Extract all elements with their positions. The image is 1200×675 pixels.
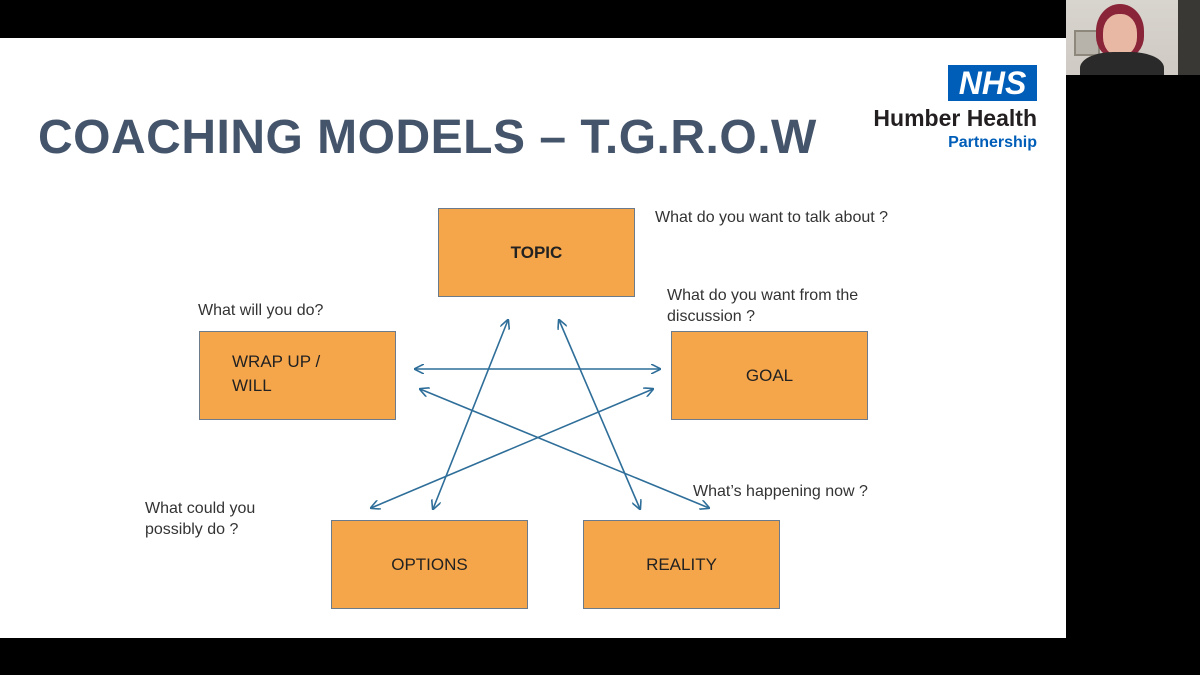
reality-label: REALITY [646,554,717,574]
wrap-up-box: WRAP UP / WILL [199,331,396,420]
presentation-slide: COACHING MODELS – T.G.R.O.W NHS Humber H… [0,38,1066,638]
background-shadow [1178,0,1200,75]
tgrow-arrows [0,38,1066,638]
org-subtitle: Partnership [948,134,1037,151]
goal-label: GOAL [745,365,794,385]
goal-box: GOAL [671,331,868,420]
nhs-logo: NHS [948,65,1037,101]
arrow-topic-reality [559,320,640,509]
topic-label: TOPIC [510,242,563,262]
topic-box: TOPIC [438,208,635,297]
options-label: OPTIONS [391,554,468,574]
options-question-line1: What could you [145,500,256,517]
wrap-up-question: What will you do? [198,302,324,319]
reality-box: REALITY [583,520,780,609]
goal-question: What do you want from the discussion ? [667,285,858,327]
presenter-body [1080,52,1164,75]
arrow-wrap-reality [420,389,709,508]
webcam-thumbnail [1066,0,1200,75]
arrow-topic-options [433,320,508,509]
arrow-goal-options [371,389,653,508]
wrap-up-label-line2: WILL [232,376,272,395]
reality-question: What’s happening now ? [693,483,868,500]
goal-question-line1: What do you want from the [667,287,859,304]
topic-question: What do you want to talk about ? [655,209,889,226]
presenter-face [1103,14,1137,56]
goal-question-line2: discussion ? [667,308,756,325]
options-box: OPTIONS [331,520,528,609]
options-question: What could you possibly do ? [145,498,255,540]
options-question-line2: possibly do ? [145,521,239,538]
slide-title: COACHING MODELS – T.G.R.O.W [38,111,817,164]
org-name: Humber Health [873,105,1037,131]
wrap-up-label-line1: WRAP UP / [232,352,321,371]
